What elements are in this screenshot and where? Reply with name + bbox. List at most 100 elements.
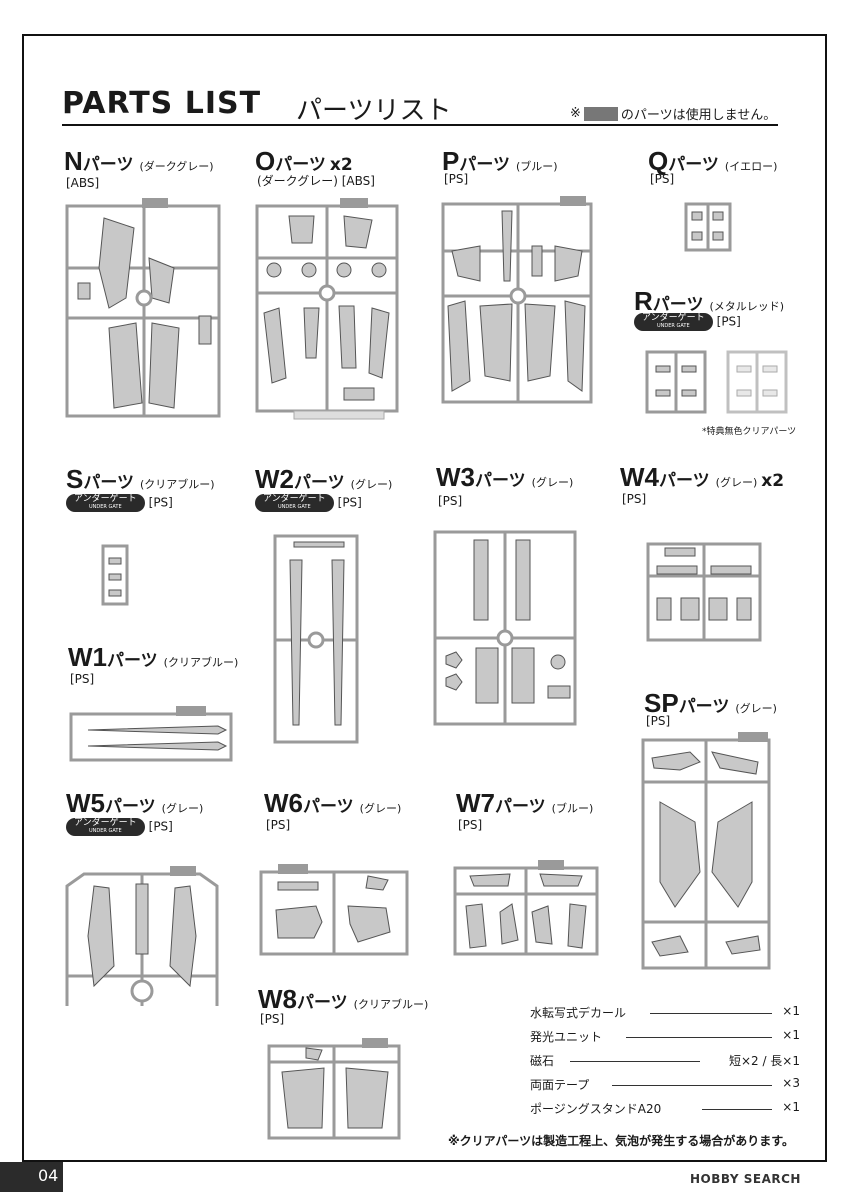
parts-color: (ブルー) [551, 802, 594, 815]
under-gate-sub: UNDER GATE [89, 828, 122, 834]
accessory-name: 両面テープ [530, 1078, 590, 1092]
parts-material: [PS] [716, 314, 741, 329]
parts-word: パーツ [668, 155, 719, 175]
parts-label-w5: W5パーツ (グレー) [66, 788, 203, 819]
parts-word: パーツ [297, 993, 348, 1013]
under-gate-label: アンダーゲート [74, 818, 137, 828]
accessory-qty: ×1 [782, 1004, 800, 1018]
sprue-sp [641, 732, 771, 970]
parts-material: [PS] [148, 819, 173, 834]
leader-line [570, 1061, 700, 1062]
accessory-name: 磁石 [530, 1054, 555, 1068]
parts-color: (グレー) [735, 702, 777, 715]
parts-color: (グレー) [359, 802, 402, 815]
parts-color: (クリアブルー) [140, 478, 215, 491]
parts-color: (クリアブルー) [163, 656, 239, 669]
page-number-bar [0, 1162, 63, 1192]
sprue-w7 [453, 860, 599, 956]
unused-parts-notice: ※ のパーツは使用しません。 [570, 104, 776, 123]
parts-letter: R [634, 286, 653, 316]
sprue-w6 [259, 864, 409, 956]
parts-letter: O [255, 146, 276, 176]
parts-word: パーツ [659, 471, 710, 491]
material-w8: [PS] [260, 1012, 285, 1026]
parts-label-r: Rパーツ(メタルレッド) [634, 286, 784, 317]
sprue-w2 [273, 534, 359, 744]
parts-word: パーツ [82, 155, 134, 175]
sprue-o [255, 198, 399, 420]
under-gate-sub: UNDER GATE [89, 504, 122, 510]
material-w6: [PS] [266, 818, 291, 832]
notice-text: のパーツは使用しません。 [620, 108, 777, 123]
parts-letter: Q [648, 146, 669, 176]
sprue-w3 [433, 530, 577, 726]
under-gate-sub: UNDER GATE [657, 323, 690, 329]
parts-label-q: Qパーツ(イエロー) [648, 146, 777, 177]
parts-material: [PS] [337, 495, 362, 510]
sprue-w8 [267, 1038, 401, 1140]
parts-color: (グレー) [531, 476, 574, 489]
parts-word: パーツ [275, 155, 326, 175]
title-rule [62, 124, 778, 126]
parts-label-p: Pパーツ(ブルー) [442, 146, 558, 177]
parts-color: (グレー) [350, 478, 393, 491]
parts-label-w7: W7パーツ(ブルー) [456, 788, 593, 819]
parts-letter: W3 [436, 462, 475, 492]
sprue-p [441, 196, 593, 404]
parts-label-w6: W6パーツ (グレー) [264, 788, 401, 819]
sprue-q [684, 202, 732, 252]
parts-word: パーツ [475, 471, 526, 491]
parts-letter: SP [644, 688, 679, 718]
page-subtitle: パーツリスト [296, 96, 452, 126]
accessory-row: 磁石 短×2 / 長×1 [530, 1052, 800, 1070]
page-frame [22, 34, 827, 1162]
material-w1: [PS] [70, 672, 95, 686]
sprue-r [645, 350, 788, 414]
parts-label-w1: W1パーツ(クリアブルー) [68, 642, 238, 673]
parts-label-w3: W3パーツ (グレー) [436, 462, 573, 493]
accessory-row: 発光ユニット ×1 [530, 1028, 800, 1046]
parts-label-w2: W2パーツ(グレー) [255, 464, 392, 495]
parts-word: パーツ [83, 473, 135, 493]
parts-word: パーツ [105, 797, 156, 817]
leader-line [650, 1013, 772, 1014]
parts-color: (ダークグレー) [139, 160, 214, 173]
under-gate-label: アンダーゲート [74, 494, 137, 504]
sprue-w4 [646, 542, 762, 642]
parts-word: パーツ [303, 797, 354, 817]
parts-color: (グレー) [161, 802, 204, 815]
page-number: 04 [38, 1166, 59, 1185]
parts-word: パーツ [495, 797, 546, 817]
parts-multiplier: x2 [329, 155, 353, 175]
page-title: PARTS LIST [62, 86, 262, 121]
accessory-name: ポージングスタンドA20 [530, 1102, 662, 1116]
leader-line [612, 1085, 772, 1086]
parts-label-w8: W8パーツ(クリアブルー) [258, 984, 428, 1015]
parts-letter: W2 [255, 464, 294, 494]
parts-letter: N [64, 146, 83, 176]
parts-color: (グレー) [715, 476, 758, 489]
parts-color: (ダークグレー) [257, 174, 338, 188]
parts-material: [ABS] [341, 174, 375, 188]
material-o: (ダークグレー) [ABS] [257, 172, 375, 189]
parts-color: (メタルレッド) [709, 300, 785, 313]
accessory-row: 両面テープ ×3 [530, 1076, 800, 1094]
parts-letter: W6 [264, 788, 303, 818]
parts-label-sp: SPパーツ(グレー) [644, 688, 777, 719]
material-p: [PS] [444, 172, 469, 186]
clear-parts-note: ※クリアパーツは製造工程上、気泡が発生する場合があります。 [448, 1134, 794, 1148]
accessory-qty: 短×2 / 長×1 [728, 1054, 800, 1068]
parts-letter: W5 [66, 788, 105, 818]
accessory-qty: ×1 [782, 1100, 800, 1114]
parts-letter: W1 [68, 642, 107, 672]
under-gate-label: アンダーゲート [642, 313, 705, 323]
material-w7: [PS] [458, 818, 483, 832]
parts-letter: P [442, 146, 460, 176]
